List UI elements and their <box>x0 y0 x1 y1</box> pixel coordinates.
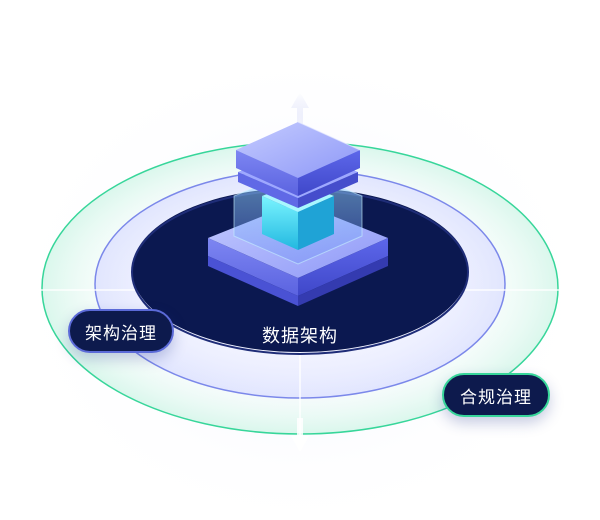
cube-top <box>236 121 361 196</box>
arrow-down-icon <box>291 418 309 452</box>
architecture-governance-badge: 架构治理 <box>68 309 174 353</box>
compliance-governance-badge: 合规治理 <box>442 373 550 417</box>
center-label: 数据架构 <box>262 326 338 347</box>
arrow-up-icon <box>291 92 309 128</box>
arrow-left-icon <box>12 284 26 296</box>
arrow-right-icon <box>574 284 588 296</box>
